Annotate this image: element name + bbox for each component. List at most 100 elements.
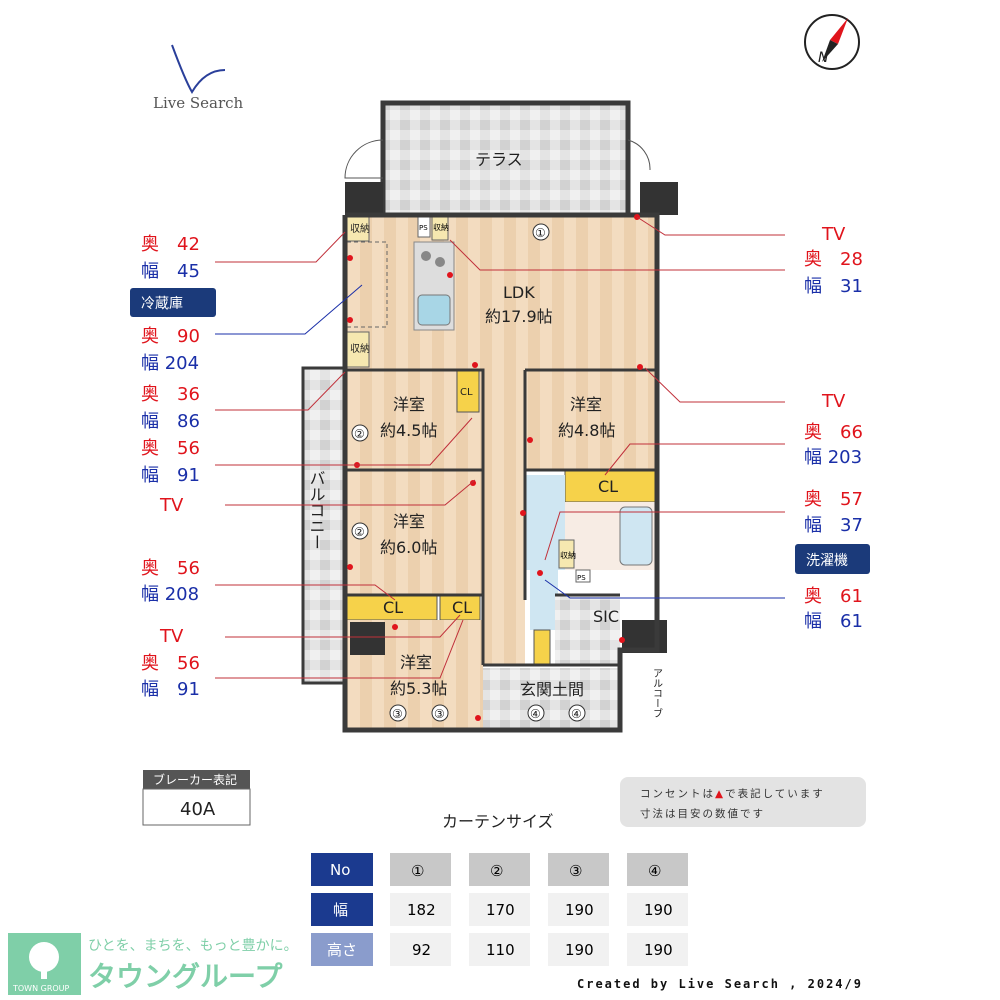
toilet bbox=[530, 570, 558, 630]
svg-text:約6.0帖: 約6.0帖 bbox=[380, 538, 437, 557]
room-western-4-8 bbox=[525, 370, 657, 470]
svg-text:洗濯機: 洗濯機 bbox=[806, 553, 848, 569]
town-group-logo: TOWN GROUP ひとを、まちを、もっと豊かに。 タウングループ bbox=[8, 933, 298, 995]
hallway bbox=[483, 370, 525, 665]
svg-text:CL: CL bbox=[383, 598, 403, 617]
svg-text:コンセントは▲で表記しています: コンセントは▲で表記しています bbox=[640, 787, 825, 800]
svg-text:④: ④ bbox=[571, 707, 582, 721]
svg-text:幅 204: 幅 204 bbox=[141, 353, 199, 374]
svg-text:N: N bbox=[818, 50, 829, 66]
washer-badge bbox=[795, 544, 870, 574]
svg-text:約17.9帖: 約17.9帖 bbox=[485, 307, 553, 326]
svg-text:奥 42: 奥 42 bbox=[141, 234, 200, 255]
svg-text:③: ③ bbox=[392, 707, 403, 721]
svg-text:④: ④ bbox=[530, 707, 541, 721]
sic bbox=[555, 595, 620, 665]
svg-text:①: ① bbox=[535, 226, 546, 240]
svg-text:バルコニー: バルコニー bbox=[307, 470, 326, 550]
svg-text:奥 28: 奥 28 bbox=[804, 249, 863, 270]
svg-text:幅 91: 幅 91 bbox=[141, 679, 200, 700]
svg-text:収納: 収納 bbox=[433, 222, 449, 232]
svg-text:ひとを、まちを、もっと豊かに。: ひとを、まちを、もっと豊かに。 bbox=[88, 938, 298, 954]
terrace bbox=[380, 100, 631, 218]
fridge-badge bbox=[130, 288, 216, 317]
svg-text:幅: 幅 bbox=[333, 901, 348, 919]
svg-text:190: 190 bbox=[565, 901, 594, 919]
svg-text:アルコーブ: アルコーブ bbox=[651, 668, 663, 718]
note-box: コンセントは▲で表記しています 寸法は目安の数値です bbox=[620, 777, 866, 827]
svg-text:190: 190 bbox=[565, 941, 594, 959]
ldk-room bbox=[345, 215, 657, 370]
svg-text:No: No bbox=[330, 861, 350, 879]
svg-text:TV: TV bbox=[159, 495, 184, 516]
svg-text:奥 61: 奥 61 bbox=[804, 586, 863, 607]
left-annotations: 奥 42 幅 45 冷蔵庫 奥 90 幅 204 奥 36 幅 86 奥 56 … bbox=[130, 234, 216, 700]
svg-text:奥 56: 奥 56 bbox=[141, 558, 200, 579]
entrance bbox=[483, 668, 620, 730]
credit-text: Created by Live Search , 2024/9 bbox=[577, 977, 863, 991]
svg-text:幅 37: 幅 37 bbox=[804, 515, 863, 536]
svg-text:①: ① bbox=[411, 862, 424, 880]
svg-text:LDK: LDK bbox=[503, 283, 535, 302]
svg-text:190: 190 bbox=[644, 901, 673, 919]
svg-text:幅 45: 幅 45 bbox=[141, 261, 200, 282]
svg-text:②: ② bbox=[490, 862, 503, 880]
svg-text:ブレーカー表記: ブレーカー表記 bbox=[153, 772, 237, 787]
svg-text:玄関土間: 玄関土間 bbox=[520, 680, 584, 699]
svg-text:CL: CL bbox=[598, 477, 618, 496]
svg-text:幅 86: 幅 86 bbox=[141, 411, 200, 432]
svg-text:収納: 収納 bbox=[560, 550, 576, 560]
svg-text:約4.5帖: 約4.5帖 bbox=[380, 421, 437, 440]
svg-text:170: 170 bbox=[486, 901, 515, 919]
svg-text:PS: PS bbox=[419, 224, 428, 232]
window-marks: ① ② ② ③ ③ ④ ④ bbox=[351, 223, 586, 722]
svg-text:寸法は目安の数値です: 寸法は目安の数値です bbox=[640, 807, 765, 820]
svg-text:冷蔵庫: 冷蔵庫 bbox=[141, 295, 183, 312]
balcony bbox=[301, 366, 347, 685]
svg-text:テラス: テラス bbox=[475, 150, 523, 169]
svg-text:92: 92 bbox=[412, 941, 431, 959]
svg-text:CL: CL bbox=[452, 598, 472, 617]
svg-text:洋室: 洋室 bbox=[393, 512, 425, 531]
svg-text:幅 208: 幅 208 bbox=[141, 584, 199, 605]
breaker-box: ブレーカー表記 40A bbox=[142, 770, 251, 826]
svg-text:TV: TV bbox=[821, 391, 846, 412]
svg-text:幅 31: 幅 31 bbox=[804, 276, 863, 297]
compass-icon: N bbox=[804, 14, 860, 70]
svg-text:奥 56: 奥 56 bbox=[141, 438, 200, 459]
live-search-logo: Live Search bbox=[153, 44, 244, 112]
svg-text:洋室: 洋室 bbox=[570, 395, 602, 414]
svg-text:タウングループ: タウングループ bbox=[88, 960, 283, 993]
svg-text:幅 91: 幅 91 bbox=[141, 465, 200, 486]
svg-text:40A: 40A bbox=[180, 799, 216, 820]
svg-text:高さ: 高さ bbox=[327, 941, 357, 959]
svg-text:CL: CL bbox=[460, 387, 473, 398]
svg-text:③: ③ bbox=[434, 707, 445, 721]
svg-text:④: ④ bbox=[648, 862, 661, 880]
svg-text:110: 110 bbox=[486, 941, 515, 959]
svg-text:収納: 収納 bbox=[350, 222, 370, 235]
svg-text:収納: 収納 bbox=[350, 342, 370, 355]
svg-text:洋室: 洋室 bbox=[393, 395, 425, 414]
svg-text:カーテンサイズ: カーテンサイズ bbox=[442, 812, 554, 831]
svg-text:幅 61: 幅 61 bbox=[804, 611, 863, 632]
svg-text:約4.8帖: 約4.8帖 bbox=[558, 421, 615, 440]
svg-text:190: 190 bbox=[644, 941, 673, 959]
svg-text:SIC: SIC bbox=[593, 607, 619, 626]
curtain-size-table: カーテンサイズ No ① ② ③ ④ 幅 182 170 190 190 高さ … bbox=[311, 812, 688, 966]
svg-text:奥 66: 奥 66 bbox=[804, 422, 863, 443]
svg-text:PS: PS bbox=[577, 574, 586, 582]
svg-text:TV: TV bbox=[821, 224, 846, 245]
svg-text:182: 182 bbox=[407, 901, 436, 919]
svg-text:幅 203: 幅 203 bbox=[804, 447, 862, 468]
svg-text:洋室: 洋室 bbox=[400, 653, 432, 672]
svg-text:TV: TV bbox=[159, 626, 184, 647]
svg-text:奥 56: 奥 56 bbox=[141, 653, 200, 674]
svg-text:③: ③ bbox=[569, 862, 582, 880]
svg-text:奥 90: 奥 90 bbox=[141, 326, 200, 347]
right-annotations: TV 奥 28 幅 31 TV 奥 66 幅 203 奥 57 幅 37 洗濯機… bbox=[795, 224, 870, 632]
svg-text:TOWN GROUP: TOWN GROUP bbox=[12, 984, 70, 993]
washroom bbox=[525, 475, 565, 570]
